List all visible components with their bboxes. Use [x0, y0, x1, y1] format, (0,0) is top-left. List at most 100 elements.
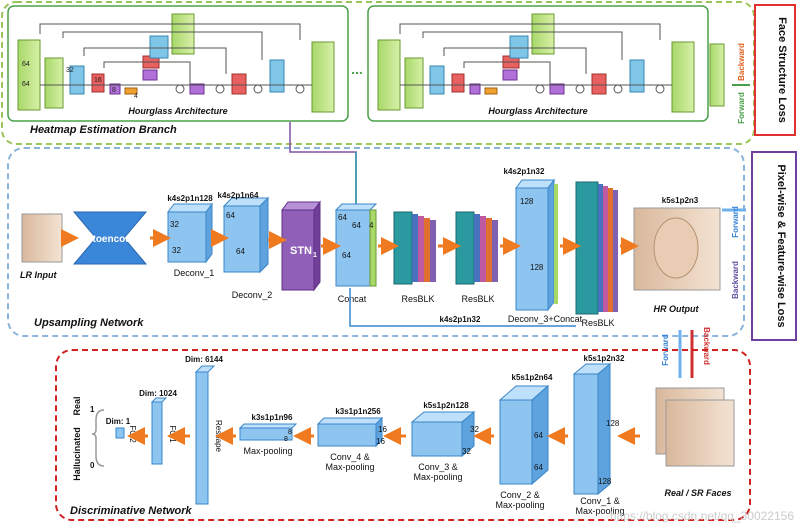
- hg-dim-64a: 64: [22, 61, 30, 68]
- conv2-code: k5s1p2n64: [512, 373, 553, 382]
- upsampling-flow-arrows: [61, 229, 639, 255]
- real-sr-label: Real / SR Faces: [664, 488, 731, 498]
- fc1-block: [150, 397, 168, 465]
- deconv1-dim-2: 32: [172, 246, 181, 255]
- conv4-label-1: Conv_4 &: [330, 452, 370, 462]
- conv2-block: [498, 384, 550, 486]
- real-one: 1: [90, 405, 95, 414]
- conv1-block: [572, 362, 612, 496]
- output-bracket: [91, 409, 105, 467]
- heatmap-backward-label: Backward: [737, 43, 746, 81]
- hr-disc-arrows: Forward Backward: [661, 327, 711, 378]
- deconv3-label: Deconv_3+Concat: [508, 314, 583, 324]
- conv3-block: [410, 410, 476, 458]
- hg-dim-4: 4: [134, 93, 138, 100]
- fc2-dim: Dim: 1: [106, 417, 131, 426]
- real-sr-image-front: [665, 399, 735, 467]
- stn-block: [281, 200, 321, 292]
- hg-dim-8: 8: [112, 87, 116, 94]
- conv5-code: k3s1p1n96: [252, 413, 293, 422]
- upsampling-backward-label: Backward: [731, 261, 740, 299]
- skip-code: k4s2p1n32: [440, 315, 481, 324]
- hourglass-2-blocks: [377, 13, 695, 113]
- pixel-wise-loss-label: Pixel-wise & Feature-wise Loss: [775, 164, 787, 327]
- hr-output-code: k5s1p2n3: [662, 196, 699, 205]
- heatmap-output-block: [709, 43, 725, 107]
- fc1-dim: Dim: 1024: [139, 389, 177, 398]
- concat-dim-1: 64: [338, 213, 347, 222]
- conv3-dim-1: 32: [470, 425, 479, 434]
- hourglass-box-1: [7, 5, 349, 122]
- reshape-block: [194, 365, 216, 505]
- conv3-dim-2: 32: [462, 447, 471, 456]
- resblk-2: [455, 211, 498, 285]
- fc2-label: FC 2: [128, 425, 137, 443]
- conv5-label: Max-pooling: [243, 446, 292, 456]
- heatmap-forward-label: Forward: [737, 92, 746, 124]
- conv2-label-2: Max-pooling: [495, 500, 544, 510]
- face-structure-loss: Face Structure Loss: [754, 4, 796, 136]
- resblk-1-label: ResBLK: [401, 294, 434, 304]
- deconv3-block: [515, 178, 558, 312]
- deconv2-dim-2: 64: [236, 247, 245, 256]
- deconv2-block: [222, 196, 270, 274]
- conv4-code: k3s1p1n256: [335, 407, 381, 416]
- conv5-dim-1: 8: [288, 429, 292, 436]
- conv4-dim-1: 16: [378, 425, 387, 434]
- deconv3-code: k4s2p1n32: [504, 167, 545, 176]
- autoencoder-shape: [72, 211, 148, 265]
- conv4-block: [316, 416, 384, 448]
- hr-output-label: HR Output: [654, 304, 700, 314]
- conv3-code: k5s1p2n128: [423, 401, 469, 410]
- hallucinated-zero: 0: [90, 461, 95, 470]
- hourglass-box-2: [367, 5, 709, 122]
- conv4-label-2: Max-pooling: [325, 462, 374, 472]
- autoencoder-label: Autoencoder: [79, 234, 141, 245]
- stn-label: STN: [290, 245, 312, 257]
- heatmap-branch: 64 64 32 16 8 4 Hourglass Architecture H…: [1, 1, 755, 145]
- disc-backward-label: Backward: [702, 327, 711, 365]
- hourglass-label-1: Hourglass Architecture: [128, 106, 227, 116]
- deconv1-code: k4s2p1n128: [167, 194, 213, 203]
- discriminative-network-label: Discriminative Network: [70, 505, 193, 517]
- deconv1-label: Deconv_1: [174, 268, 215, 278]
- reshape-dim: Dim: 6144: [185, 355, 223, 364]
- concat-dim-4: 64: [342, 251, 351, 260]
- deconv3-dim-1: 128: [520, 197, 534, 206]
- conv3-label-1: Conv_3 &: [418, 462, 458, 472]
- hourglass-label-2: Hourglass Architecture: [488, 106, 587, 116]
- discriminative-network: Real / SR Faces k5s1p2n32 128 128 Conv_1…: [55, 349, 751, 521]
- deconv2-label: Deconv_2: [232, 290, 273, 300]
- deconv2-code: k4s2p1n64: [218, 191, 259, 200]
- fc2-block: [115, 427, 125, 439]
- resblk-1: [393, 211, 436, 285]
- hourglass-1-blocks: [17, 13, 335, 113]
- deconv3-dim-2: 128: [530, 263, 544, 272]
- lr-input-image: [21, 213, 63, 263]
- discriminator-border: [55, 349, 751, 521]
- deconv1-block: [167, 202, 213, 264]
- conv1-dim-1: 128: [606, 419, 620, 428]
- conv4-dim-2: 16: [376, 437, 385, 446]
- conv5-block: [238, 423, 298, 441]
- watermark: https://blog.csdn.net/qq_30022156: [610, 509, 794, 523]
- hg-dim-64b: 64: [22, 81, 30, 88]
- resblk-3: [575, 181, 618, 315]
- resblk-3-label: ResBLK: [581, 318, 614, 328]
- deconv2-dim-1: 64: [226, 211, 235, 220]
- heatmap-branch-label: Heatmap Estimation Branch: [30, 124, 177, 136]
- upsampling-forward-label: Forward: [731, 206, 740, 238]
- deconv1-dim-1: 32: [170, 220, 179, 229]
- lr-input-label: LR Input: [20, 270, 57, 280]
- conv1-dim-2: 128: [598, 477, 612, 486]
- real-label: Real: [72, 396, 82, 415]
- face-structure-loss-label: Face Structure Loss: [776, 17, 788, 123]
- conv3-label-2: Max-pooling: [413, 472, 462, 482]
- conv1-label-1: Conv_1 &: [580, 496, 620, 506]
- conv1-label-2: Max-pooling: [575, 506, 624, 516]
- upsampling-network: LR Input Autoencoder k4s2p1n128 32 32 De…: [7, 122, 746, 337]
- upsampling-border: [7, 147, 745, 337]
- reshape-label: Reshape: [214, 420, 223, 453]
- hallucinated-label: Hallucinated: [72, 427, 82, 481]
